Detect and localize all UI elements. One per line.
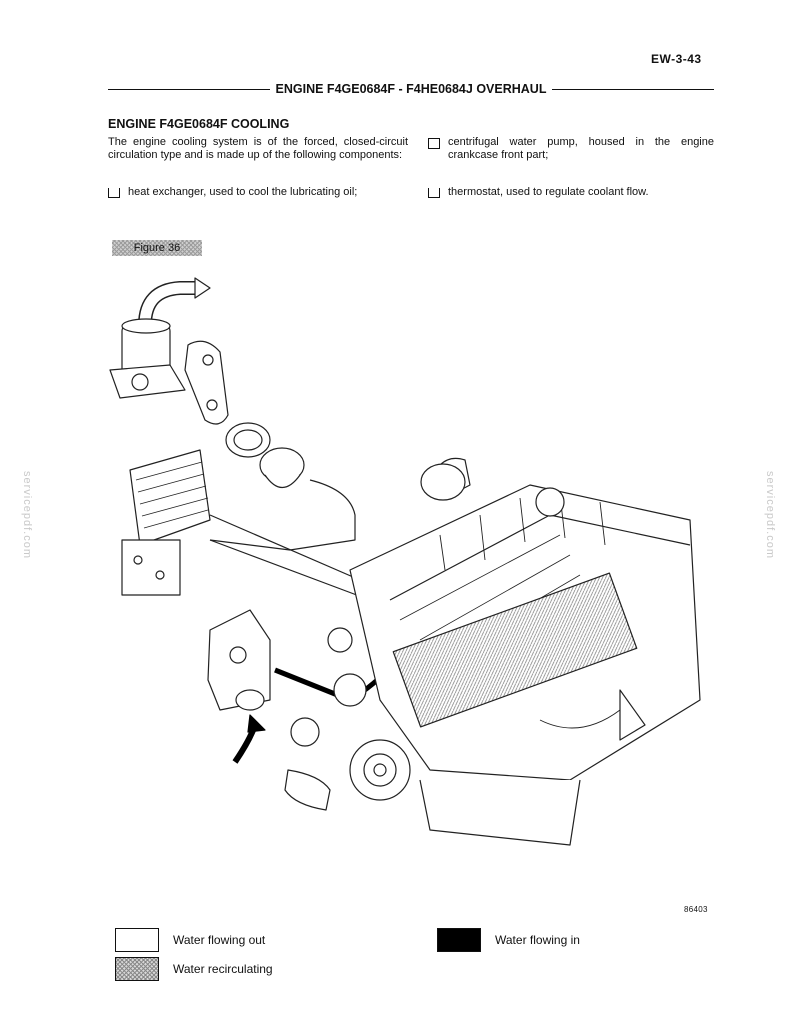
thermostat-housing-icon: [109, 277, 211, 399]
watermark-left: servicepdf.com: [21, 471, 33, 559]
section-heading: ENGINE F4GE0684F COOLING: [108, 117, 290, 131]
legend-item-water-out: Water flowing out: [115, 928, 265, 952]
legend-label: Water flowing in: [495, 933, 580, 947]
gasket-plate-icon: [184, 340, 229, 425]
legend-swatch-hatched: [115, 957, 159, 981]
intro-paragraph: The engine cooling system is of the forc…: [108, 136, 408, 161]
legend-label: Water recirculating: [173, 962, 273, 976]
watermark-right: servicepdf.com: [764, 471, 776, 559]
legend-swatch-white: [115, 928, 159, 952]
page-header-title: ENGINE F4GE0684F - F4HE0684J OVERHAUL: [275, 82, 547, 96]
component-text: heat exchanger, used to cool the lubrica…: [128, 186, 358, 198]
page-header: ENGINE F4GE0684F - F4HE0684J OVERHAUL: [108, 80, 714, 98]
component-item: centrifugal water pump, housed in the en…: [428, 136, 714, 161]
legend-item-water-in: Water flowing in: [437, 928, 580, 952]
bullet-box-icon: [428, 188, 440, 198]
legend-label: Water flowing out: [173, 933, 266, 947]
component-item: heat exchanger, used to cool the lubrica…: [108, 186, 408, 199]
bullet-box-icon: [108, 188, 120, 198]
figure-label: Figure 36: [112, 240, 202, 256]
seal-ring-icon: [225, 422, 271, 458]
bullet-box-icon: [428, 138, 440, 149]
cooling-system-illustration: [109, 277, 701, 846]
legend-swatch-black: [437, 928, 481, 952]
legend-item-water-recirculating: Water recirculating: [115, 957, 273, 981]
thermostat-valve-icon: [259, 447, 305, 489]
header-rule-left: [108, 88, 270, 90]
heat-exchanger-icon: [121, 449, 211, 596]
component-item: thermostat, used to regulate coolant flo…: [428, 186, 714, 199]
component-text: thermostat, used to regulate coolant flo…: [448, 186, 649, 198]
component-text: centrifugal water pump, housed in the en…: [448, 136, 714, 161]
page-number: EW-3-43: [651, 52, 702, 66]
engine-block-icon: [327, 457, 701, 846]
figure-code: 86403: [684, 905, 708, 914]
water-pump-icon: [207, 609, 331, 811]
intro-column: The engine cooling system is of the forc…: [108, 136, 408, 161]
header-rule-right: [552, 88, 714, 90]
